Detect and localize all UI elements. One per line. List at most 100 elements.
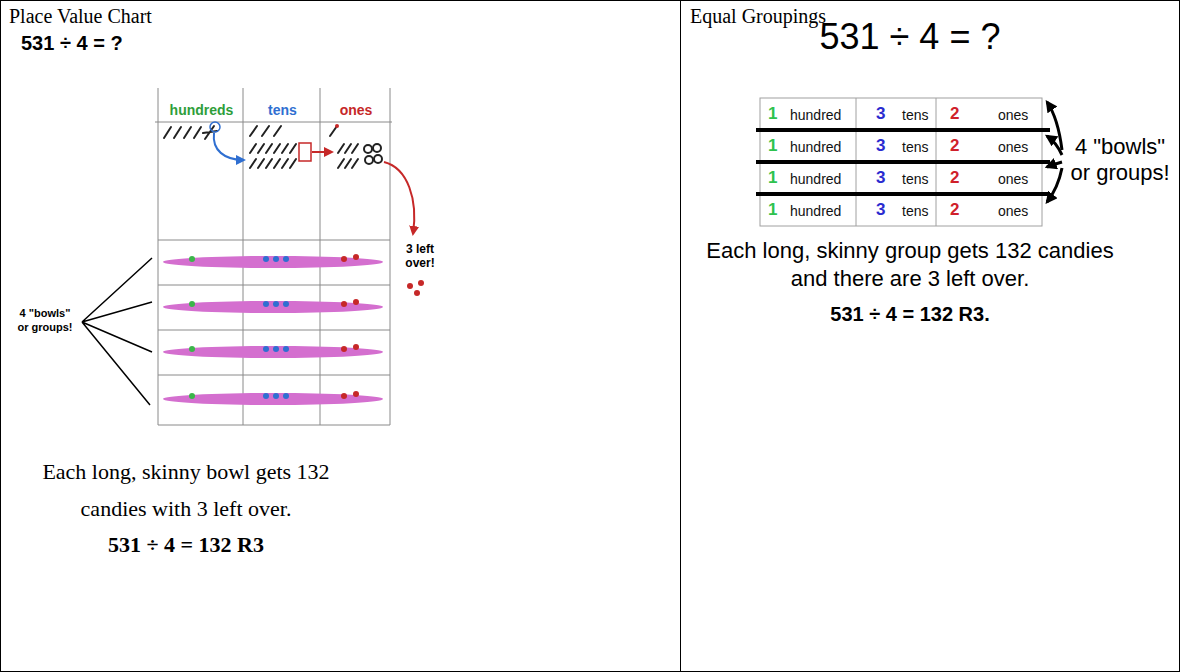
one-dot	[341, 393, 347, 399]
one-dot	[353, 344, 359, 350]
tally-marks	[164, 126, 217, 139]
hundred-dot	[189, 393, 195, 399]
ones-circle	[374, 155, 382, 163]
group-row: 1 hundred 3 tens 2 ones	[760, 99, 1042, 131]
table-digit: 2	[950, 136, 959, 156]
table-digit: 3	[876, 168, 885, 188]
explanation-text: Each long, skinny bowl gets 132 candies …	[26, 453, 346, 527]
group-bracket	[82, 258, 152, 405]
place-unit: hundred	[790, 105, 841, 125]
place-unit: tens	[902, 137, 928, 157]
hundred-dot	[189, 256, 195, 262]
marker-dot	[335, 124, 339, 128]
place-unit: hundred	[790, 137, 841, 157]
one-dot	[341, 301, 347, 307]
one-dot	[353, 254, 359, 260]
leftover-arrow	[384, 162, 414, 234]
place-value-chart: hundredstensones	[156, 93, 391, 431]
regroup-box	[299, 143, 311, 161]
group-row: 1 hundred 3 tens 2 ones	[760, 195, 1042, 227]
ones-circle	[373, 144, 381, 152]
table-digit: 3	[876, 136, 885, 156]
place-unit: ones	[998, 105, 1028, 125]
ten-dot	[273, 346, 279, 352]
hundred-dot	[189, 346, 195, 352]
table-digit: 1	[768, 200, 777, 220]
regroup-arrow	[312, 151, 332, 153]
ten-dot	[263, 301, 269, 307]
place-unit: tens	[902, 105, 928, 125]
group-arrow	[1047, 162, 1062, 167]
table-digit: 3	[876, 200, 885, 220]
ten-dot	[283, 256, 289, 262]
ten-dot	[283, 301, 289, 307]
place-unit: hundred	[790, 169, 841, 189]
one-dot	[341, 346, 347, 352]
tally-marks	[250, 144, 296, 168]
place-unit: ones	[998, 169, 1028, 189]
ten-dot	[273, 393, 279, 399]
answer-equation: 531 ÷ 4 = 132 R3	[26, 531, 346, 559]
tally-marks	[338, 144, 358, 168]
answer-equation: 531 ÷ 4 = 132 R3.	[695, 301, 1125, 327]
ones-circle	[364, 145, 372, 153]
place-unit: hundred	[790, 201, 841, 221]
ten-dot	[283, 346, 289, 352]
hundred-dot	[189, 301, 195, 307]
column-heading: Equal Groupings	[690, 4, 826, 28]
bowl	[163, 346, 383, 358]
group-separator	[756, 130, 1050, 194]
ten-dot	[263, 346, 269, 352]
place-unit: tens	[902, 169, 928, 189]
table-digit: 2	[950, 200, 959, 220]
explanation-text: Each long, skinny group gets 132 candies…	[695, 237, 1125, 293]
bowl-dots	[189, 254, 359, 399]
place-unit: ones	[998, 201, 1028, 221]
one-dot	[341, 256, 347, 262]
column-panel: Equal Groupings531 ÷ 4 = ? Each long, ski…	[680, 0, 1180, 672]
regroup-arrow	[214, 133, 244, 160]
leftover-dot	[407, 283, 413, 289]
group-arrow	[1047, 168, 1062, 202]
callout-label: 4 "bowls" or groups!	[14, 306, 76, 334]
column-header: hundreds	[159, 101, 244, 119]
regroup-circle	[210, 122, 220, 132]
ten-dot	[273, 256, 279, 262]
place-unit: ones	[998, 137, 1028, 157]
place-unit: tens	[902, 201, 928, 221]
group-row: 1 hundred 3 tens 2 ones	[760, 131, 1042, 163]
bowl	[163, 393, 383, 405]
table-digit: 1	[768, 136, 777, 156]
ten-dot	[273, 301, 279, 307]
leftover-dot	[418, 280, 424, 286]
table-digit: 1	[768, 168, 777, 188]
callout-label: 3 left over!	[396, 242, 444, 270]
column-header: tens	[244, 101, 321, 119]
table-digit: 3	[876, 104, 885, 124]
ten-dot	[283, 393, 289, 399]
column-heading: Place Value Chart	[9, 4, 152, 28]
column-header: ones	[321, 101, 391, 119]
column-panel: Place Value Chart 531 ÷ 4 = ? Each long, s…	[0, 0, 681, 672]
tally-marks	[250, 126, 281, 136]
bowl	[163, 256, 383, 268]
one-dot	[353, 391, 359, 397]
group-row: 1 hundred 3 tens 2 ones	[760, 163, 1042, 195]
group-arrow	[1047, 136, 1062, 155]
bowl	[163, 301, 383, 313]
leftover-dot	[414, 290, 420, 296]
chart-grid	[155, 88, 392, 425]
equation: 531 ÷ 4 = ?	[710, 17, 1110, 57]
equation: 531 ÷ 4 = ?	[21, 31, 123, 55]
ones-circle	[365, 156, 373, 164]
table-digit: 2	[950, 104, 959, 124]
table-digit: 2	[950, 168, 959, 188]
ten-dot	[263, 256, 269, 262]
callout-label: 4 "bowls" or groups!	[1066, 134, 1174, 186]
ten-dot	[263, 393, 269, 399]
table-digit: 1	[768, 104, 777, 124]
one-dot	[353, 299, 359, 305]
